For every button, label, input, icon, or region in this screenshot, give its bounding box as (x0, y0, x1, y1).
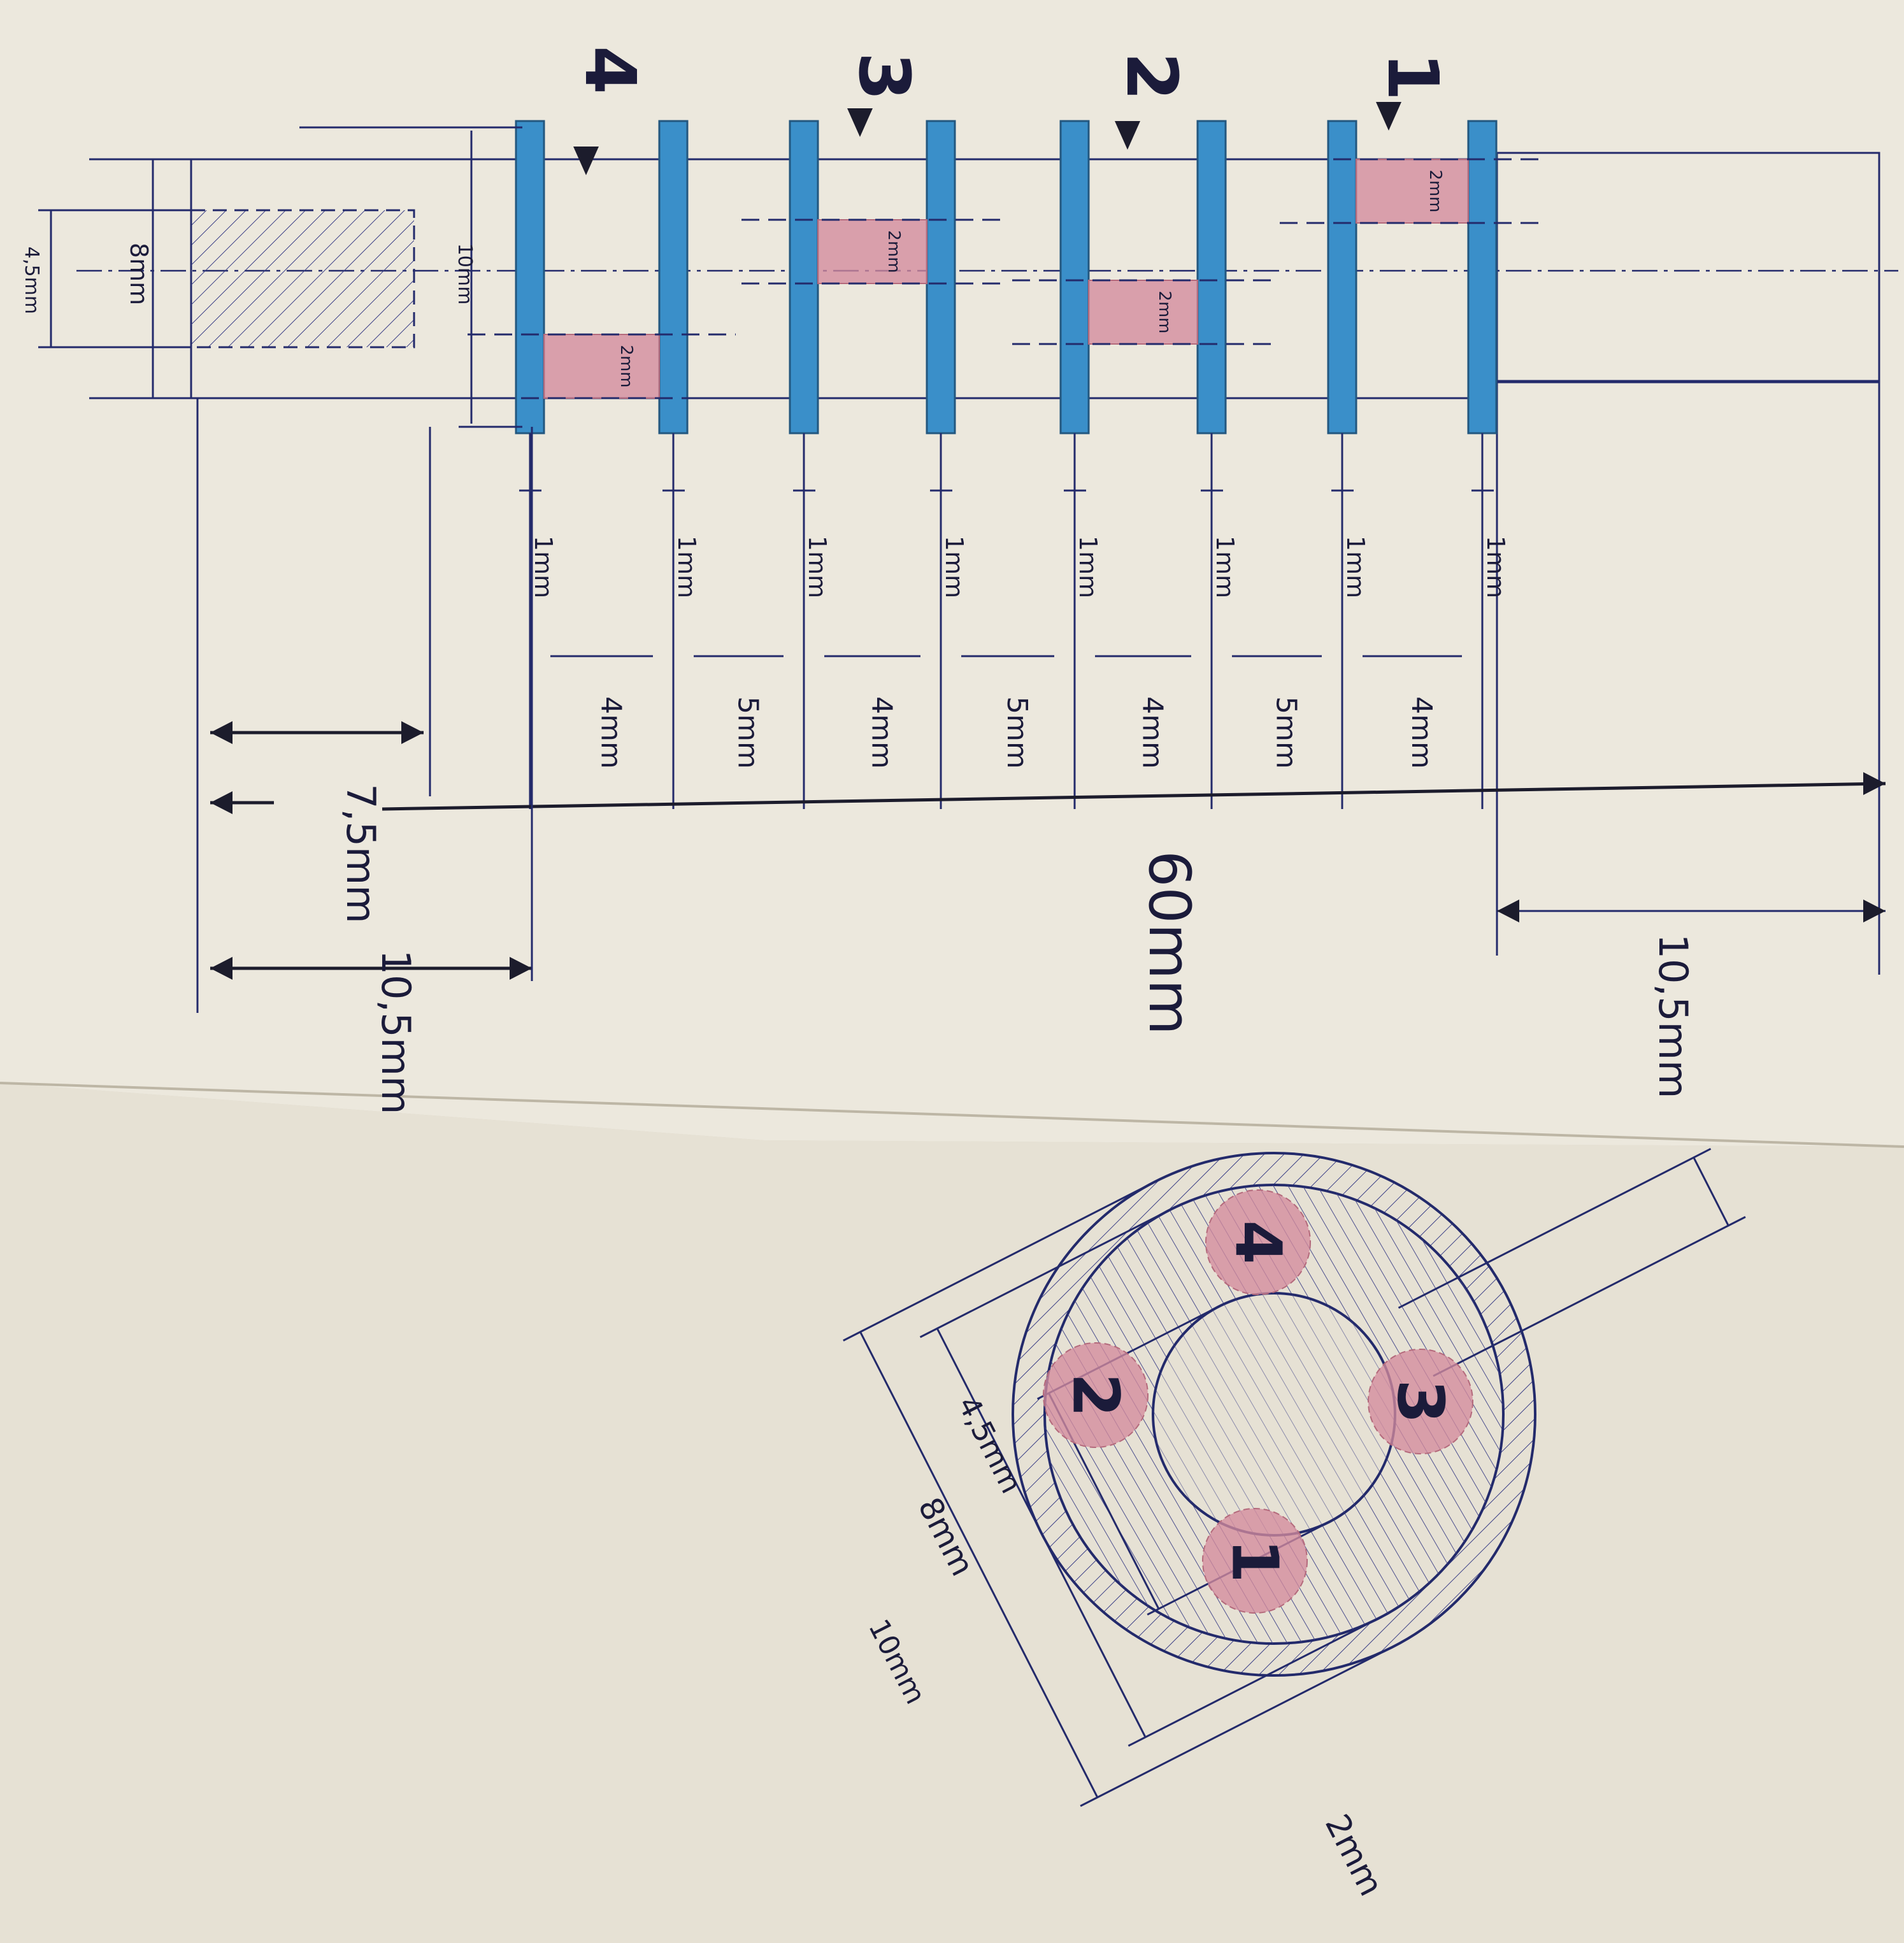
pin-2 (1088, 280, 1198, 345)
plate-arrow-icon (1115, 121, 1140, 150)
extension-line (1127, 1617, 1379, 1747)
gap-label: 4mm (866, 696, 898, 769)
plate-7 (658, 120, 689, 434)
section-pin-number: 1 (1218, 1538, 1292, 1583)
arrow-head (1863, 900, 1886, 922)
plate-arrow-icon (1376, 102, 1401, 131)
paper-sheet-top (0, 0, 1904, 1147)
dimension-line-60 (382, 782, 1886, 811)
plate-diameter-label: 10mm (454, 243, 476, 305)
extension-line (843, 1180, 1156, 1342)
pin-size-label: 2mm (884, 230, 903, 273)
plate-4 (1059, 120, 1090, 434)
section-pin-3 (1368, 1349, 1473, 1454)
gap-label: 4mm (595, 696, 627, 769)
plate-2 (1327, 120, 1357, 434)
paper-fold (0, 1082, 1904, 1148)
pin-4 (543, 334, 660, 399)
gap-label: 5mm (1270, 696, 1303, 769)
gap-label: 4mm (1136, 696, 1169, 769)
arrow-head (1497, 900, 1519, 922)
arrow-head (210, 721, 233, 744)
section-pin-2 (1043, 1342, 1149, 1448)
bottom-diameter-label: 8mm (125, 243, 153, 305)
section-pin-1 (1202, 1508, 1308, 1614)
plate-number-4: 4 (569, 46, 651, 95)
plate-3 (1196, 120, 1227, 434)
section-dimensions (843, 1148, 1746, 1807)
plate-thickness-label: 1mm (940, 536, 968, 598)
pin-size-label: 2mm (617, 345, 636, 387)
plate-number-1: 1 (1372, 52, 1454, 101)
arrow-head (210, 791, 233, 814)
section-pin-4 (1205, 1189, 1311, 1295)
plate-arrow-icon (847, 108, 873, 137)
gap-label: 5mm (732, 696, 764, 769)
bottom-offset-label: 7,5mm (338, 784, 384, 923)
section-pin-number: 3 (1384, 1379, 1458, 1424)
plate-8 (515, 120, 545, 434)
extension-line (1433, 1215, 1746, 1377)
plate-arrow-icon (573, 147, 599, 175)
plate-5 (926, 120, 956, 434)
dimension-line-2mm (1693, 1157, 1729, 1226)
extension-line (1398, 1148, 1712, 1309)
arrow-head (510, 957, 532, 980)
total-length-label: 60mm (1136, 850, 1203, 1035)
bottom-hole-section (190, 209, 415, 348)
plate-1 (1467, 120, 1498, 434)
dimension-line-10mm (859, 1331, 1099, 1798)
plate-6 (789, 120, 819, 434)
plate-thickness-label: 1mm (673, 536, 701, 598)
section-pin-number: 2 (1059, 1373, 1133, 1417)
plate-thickness-label: 1mm (529, 536, 557, 598)
plate-number-3: 3 (843, 52, 925, 101)
plate-number-2: 2 (1111, 52, 1192, 101)
shaft-length-label: 10,5mm (1650, 934, 1696, 1099)
gap-label: 5mm (1001, 696, 1033, 769)
bottom-hole-label: 4,5mm (20, 247, 43, 314)
gap-label: 4mm (1405, 696, 1438, 769)
pin-3 (817, 219, 927, 284)
plate-thickness-label: 1mm (1482, 536, 1510, 598)
section-pin-number: 4 (1221, 1220, 1296, 1265)
bottom-length-label: 10,5mm (373, 950, 419, 1115)
extension-line (919, 1208, 1171, 1338)
pin-1 (1356, 159, 1469, 224)
extension-line (1080, 1645, 1393, 1807)
side-view: 2mm 2mm 2mm 2mm 10mm 8mm 4,5mm 60mm (20, 46, 1898, 1115)
arrow-head (401, 721, 424, 744)
arrow-head (1863, 772, 1886, 795)
pin-size-label: 2mm (1426, 169, 1445, 212)
plate-thickness-label: 1mm (1211, 536, 1239, 598)
inner-hatch (1153, 1293, 1395, 1535)
plate-thickness-label: 1mm (1342, 536, 1370, 598)
arrow-head (210, 957, 233, 980)
plate-thickness-label: 1mm (803, 536, 831, 598)
dimension-line-8mm (936, 1328, 1147, 1738)
pin-size-label: 2mm (1155, 290, 1174, 333)
plate-thickness-label: 1mm (1074, 536, 1102, 598)
